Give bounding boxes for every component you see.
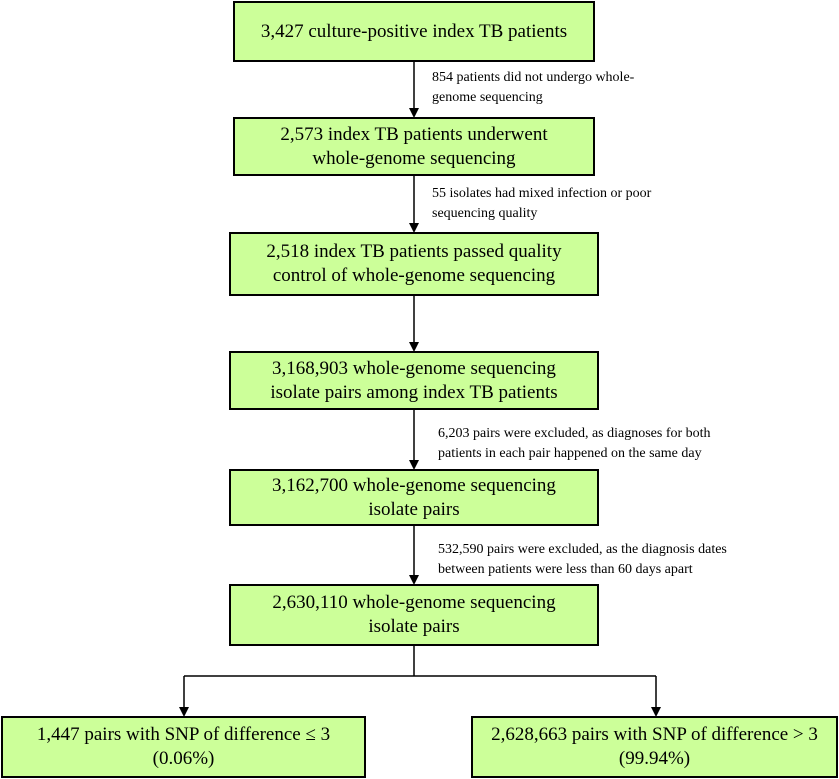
box-text: 3,162,700 whole-genome sequencing [272,474,556,496]
note-text: 6,203 pairs were excluded, as diagnoses … [438,426,711,441]
box-snp-gt-3: 2,628,663 pairs with SNP of difference >… [471,716,838,778]
note-60-days-excluded: 532,590 pairs were excluded, as the diag… [438,540,727,580]
box-text: 2,573 index TB patients underwent [280,123,548,145]
box-text: 1,447 pairs with SNP of difference ≤ 3 [36,724,331,745]
box-isolate-pairs-after-same-day: 3,162,700 whole-genome sequencing isolat… [229,469,599,526]
box-culture-positive-patients: 3,427 culture-positive index TB patients [233,1,595,62]
note-text: 532,590 pairs were excluded, as the diag… [438,542,727,557]
note-text: 854 patients did not undergo whole- [432,70,635,85]
box-text: isolate pairs [368,498,460,520]
box-text: isolate pairs [368,616,460,637]
box-text: 2,630,110 whole-genome sequencing [272,592,556,613]
box-underwent-sequencing: 2,573 index TB patients underwent whole-… [233,117,595,176]
box-text: whole-genome sequencing [312,147,516,169]
note-same-day-excluded: 6,203 pairs were excluded, as diagnoses … [438,424,711,464]
note-text: patients in each pair happened on the sa… [438,446,702,461]
note-text: genome sequencing [432,90,543,105]
box-text: (99.94%) [618,748,691,769]
box-isolate-pairs-all: 3,168,903 whole-genome sequencing isolat… [229,351,599,410]
note-text: 55 isolates had mixed infection or poor [432,186,652,201]
note-no-sequencing: 854 patients did not undergo whole- geno… [432,68,634,108]
box-snp-le-3: 1,447 pairs with SNP of difference ≤ 3 (… [1,716,366,778]
note-mixed-infection: 55 isolates had mixed infection or poor … [432,184,651,224]
box-text: 2,628,663 pairs with SNP of difference >… [491,724,818,745]
box-passed-quality-control: 2,518 index TB patients passed quality c… [229,232,599,296]
box-isolate-pairs-final: 2,630,110 whole-genome sequencing isolat… [229,584,599,646]
note-text: sequencing quality [432,206,538,221]
box-text: isolate pairs among index TB patients [270,381,558,403]
box-text: 3,427 culture-positive index TB patients [260,20,568,42]
box-text: 2,518 index TB patients passed quality [266,241,562,262]
box-text: control of whole-genome sequencing [272,265,556,286]
box-text: 3,168,903 whole-genome sequencing [272,357,556,379]
box-text: (0.06%) [152,748,215,769]
note-text: between patients were less than 60 days … [438,562,693,577]
